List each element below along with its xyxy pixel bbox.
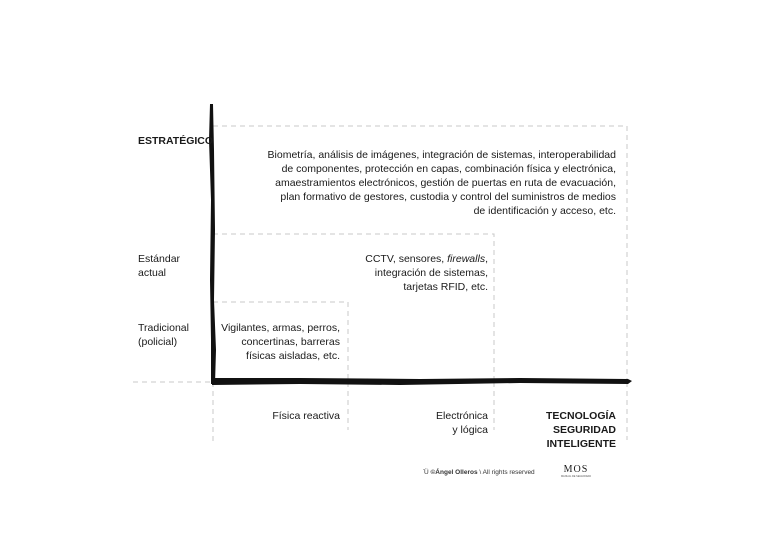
x-axis <box>212 378 632 385</box>
footer-rights: All rights reserved <box>482 469 535 476</box>
footer-copyright: ̄Ü ©Ángel Olleros \ All rights reserved <box>424 469 535 476</box>
cell-traditional: Vigilantes, armas, perros, concertinas, … <box>218 307 340 363</box>
col-label-smart: TECNOLOGÍA SEGURIDAD INTELIGENTE <box>500 395 616 451</box>
mos-logo: MOS MANUAL DE SEGURIDAD <box>560 465 592 479</box>
y-axis <box>209 104 216 384</box>
row-label-strategic-text: ESTRATÉGICO <box>138 135 214 147</box>
footer-author: ©Ángel Olleros <box>430 469 478 476</box>
row-label-strategic: ESTRATÉGICO <box>138 134 228 148</box>
col-label-electronic: Electrónica y lógica <box>380 395 488 437</box>
row-label-traditional: Tradicional (policial) <box>138 307 228 349</box>
col-label-physical-text: Física reactiva <box>272 410 340 422</box>
cell-strategic-text: Biometría, análisis de imágenes, integra… <box>267 149 616 217</box>
row-label-standard: Estándar actual <box>138 238 228 280</box>
cell-standard-post: , integración de sistemas, tarjetas RFID… <box>374 253 488 293</box>
mos-logo-sub: MANUAL DE SEGURIDAD <box>560 475 592 478</box>
col-label-physical: Física reactiva <box>218 395 340 423</box>
cell-strategic: Biometría, análisis de imágenes, integra… <box>262 134 616 218</box>
cell-standard: CCTV, sensores, firewalls, integración d… <box>346 238 488 294</box>
cell-standard-em: firewalls <box>447 253 486 265</box>
footer-mark: ̄Ü <box>424 469 429 476</box>
cell-standard-pre: CCTV, sensores, <box>365 253 448 265</box>
cell-traditional-text: Vigilantes, armas, perros, concertinas, … <box>221 322 340 362</box>
footer-separator: \ <box>479 469 482 476</box>
col-label-electronic-text: Electrónica y lógica <box>436 410 488 436</box>
row-label-traditional-text: Tradicional (policial) <box>138 322 189 348</box>
row-label-standard-text: Estándar actual <box>138 253 181 279</box>
mos-logo-text: MOS <box>563 464 589 475</box>
col-label-smart-text: TECNOLOGÍA SEGURIDAD INTELIGENTE <box>546 410 616 450</box>
